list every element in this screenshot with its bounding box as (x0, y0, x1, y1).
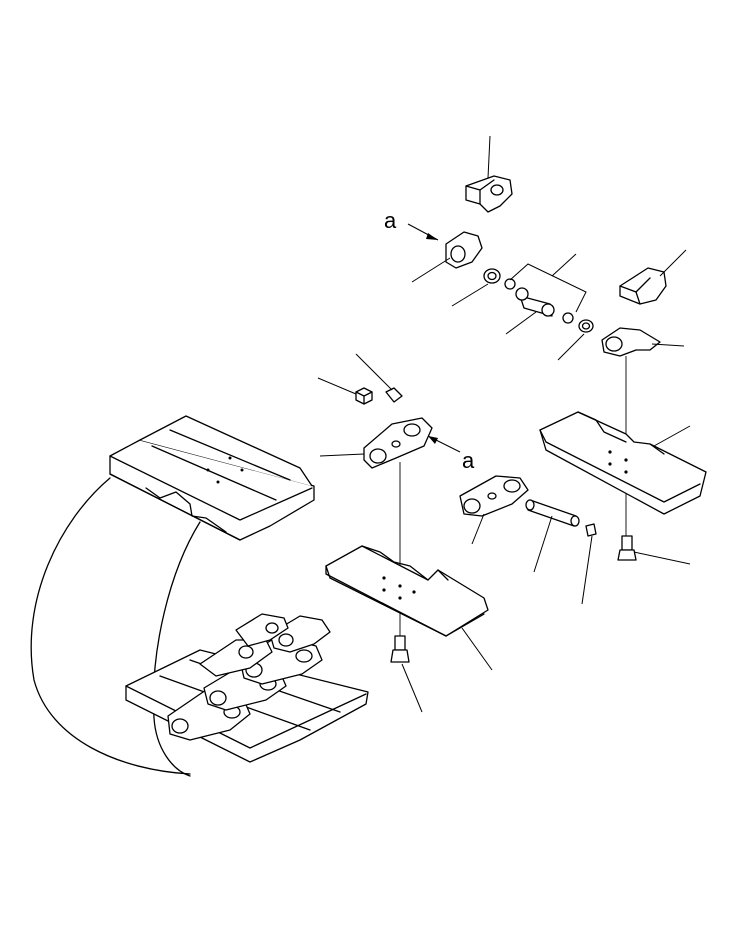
master-pin (525, 499, 580, 527)
leader-bushing (505, 311, 537, 335)
leader-seal-ring-4 (557, 333, 585, 361)
leader-track-shoe-right (653, 425, 691, 447)
ref-label-a-mid: a (462, 448, 475, 473)
leader-spacer (581, 535, 593, 605)
leader-shoe-bolt-right (633, 551, 691, 565)
master-link-bracket-upper (465, 175, 513, 213)
leader-bracket-upper (487, 135, 491, 179)
leader-master-link-center (471, 513, 485, 545)
shoe-bolt-right (617, 535, 637, 561)
master-link-middle (363, 417, 433, 469)
master-link-center (459, 475, 529, 517)
shoe-nut (355, 387, 373, 405)
leader-link-half-right (651, 343, 685, 347)
leader-master-pin (533, 515, 553, 573)
track-shoe-right (539, 411, 707, 515)
spacer (585, 523, 597, 537)
bushing (515, 287, 555, 317)
master-link-half-upper (445, 231, 483, 269)
track-shoe-middle (325, 545, 489, 637)
seal-ring-4 (578, 319, 594, 333)
seal-ring-2 (504, 278, 516, 290)
reference-arrow-top: a (384, 208, 439, 241)
leader-bracket-right (659, 249, 687, 277)
track-top-shoe-2 (139, 415, 313, 487)
chain-link-5 (199, 639, 273, 677)
leader-link-half-upper (411, 257, 451, 283)
leader-shoe-nut (317, 377, 357, 395)
leader-master-pin-small (355, 353, 393, 391)
leader-seal-group (509, 263, 587, 313)
leader-shoe-bolt-middle (401, 663, 423, 713)
shoe-bolt-middle (390, 635, 410, 663)
master-pin-small (385, 387, 403, 403)
track-assembly (30, 415, 369, 777)
seal-ring-3 (562, 312, 574, 324)
leader-seal-ring-1 (451, 283, 489, 307)
ref-label-a-top: a (384, 208, 397, 233)
leader-track-shoe-middle (461, 627, 493, 671)
track-loop-outline (30, 477, 191, 775)
seal-ring-1 (483, 268, 501, 284)
leader-master-link-middle (319, 453, 365, 457)
reference-arrow-middle: a (427, 435, 475, 473)
chain-link-6 (235, 613, 289, 647)
master-link-half-right (601, 327, 661, 357)
master-link-bracket-right (619, 267, 667, 305)
